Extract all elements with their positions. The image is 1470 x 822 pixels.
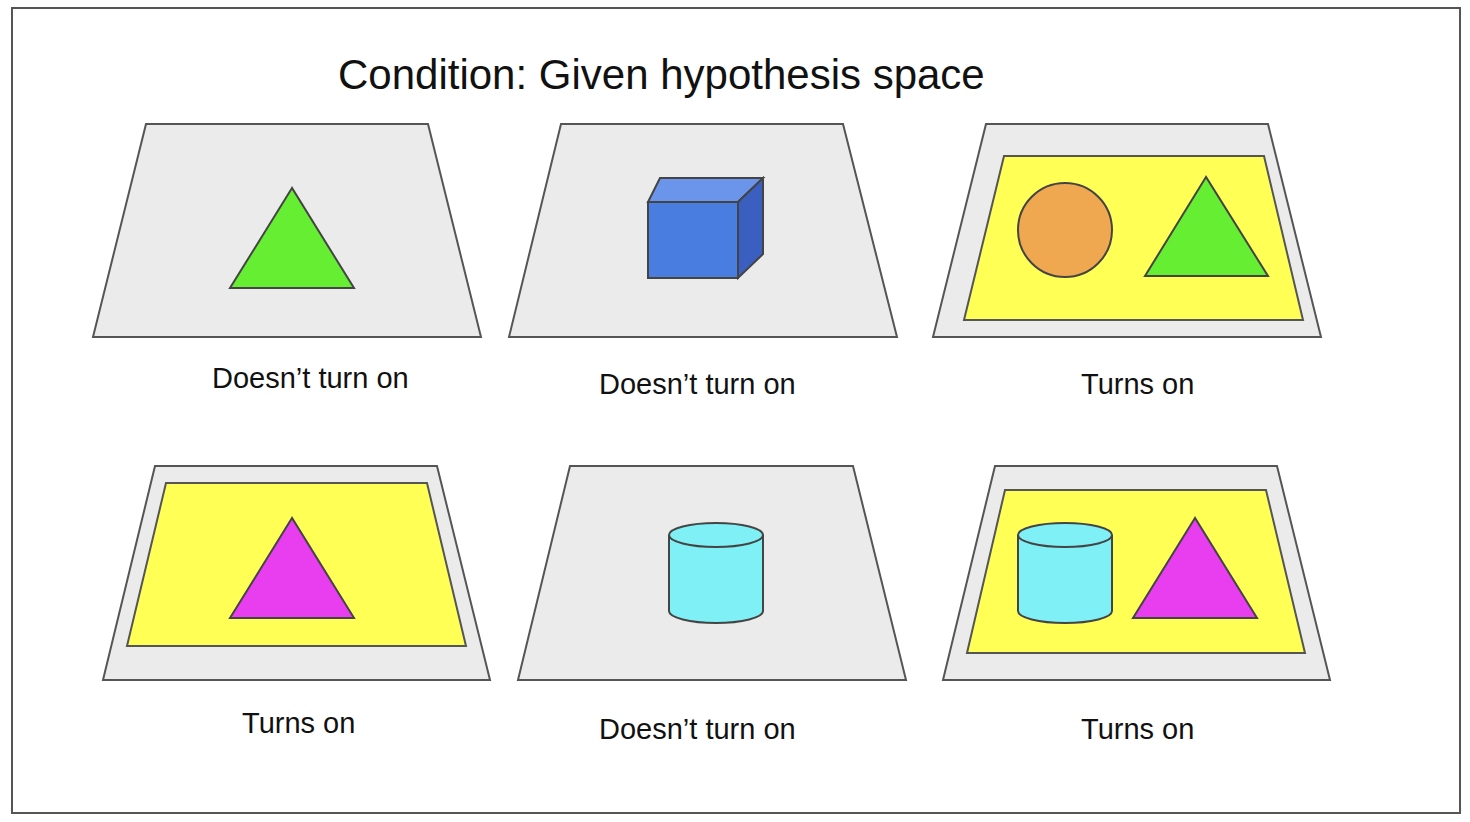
panel-caption: Turns on [1081,368,1194,401]
magenta-triangle [230,518,354,618]
green-triangle [230,188,354,288]
frame [12,8,1460,813]
panel-caption: Doesn’t turn on [599,713,796,746]
green-triangle [1145,177,1268,276]
cylinder [1018,523,1112,623]
cylinder [669,523,763,623]
panel [93,124,481,337]
panel [509,124,897,337]
panel-caption: Turns on [242,707,355,740]
panel-caption: Doesn’t turn on [599,368,796,401]
yellow-mat [127,483,466,646]
orange-circle [1018,183,1112,277]
yellow-mat [964,156,1303,320]
cube-side [738,178,763,278]
panel [933,124,1321,337]
yellow-mat [967,490,1305,653]
panel-caption: Doesn’t turn on [212,362,409,395]
panel-caption: Turns on [1081,713,1194,746]
title: Condition: Given hypothesis space [338,51,985,99]
magenta-triangle [1133,518,1257,618]
panel [943,466,1330,680]
panel [103,466,490,680]
cube-front [648,202,738,278]
panel [518,466,906,680]
